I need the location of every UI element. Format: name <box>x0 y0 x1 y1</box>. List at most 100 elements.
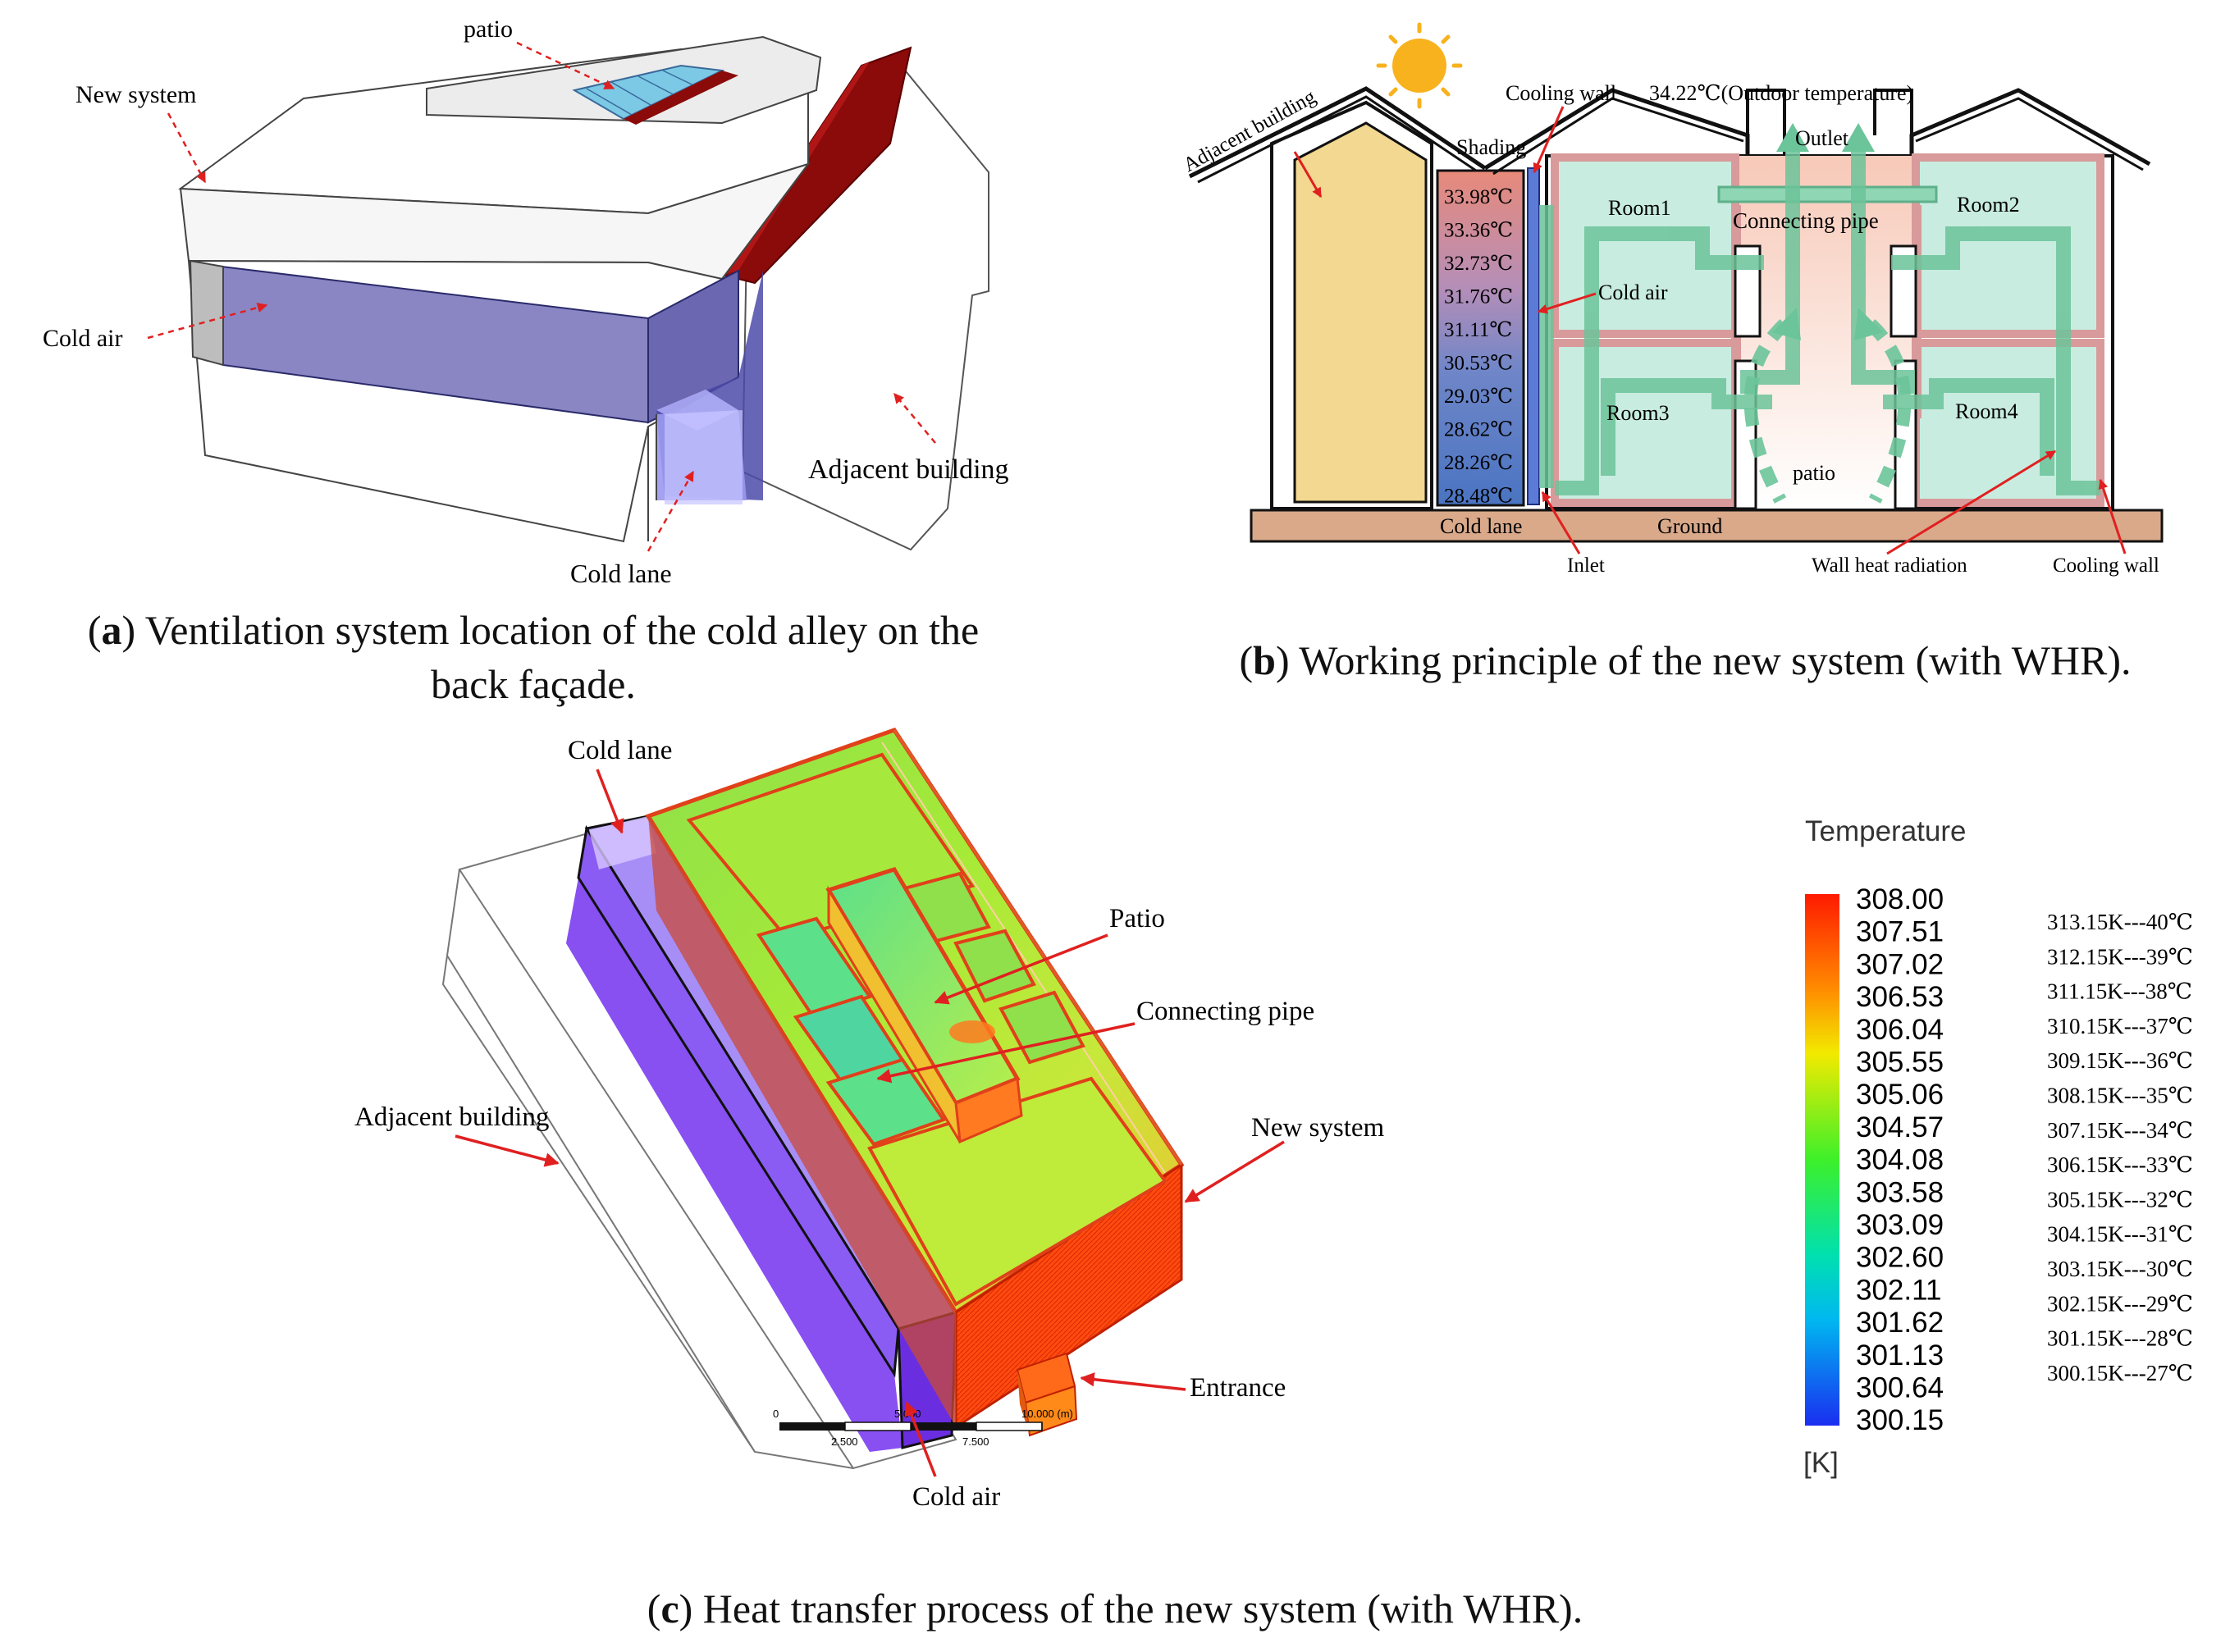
ground-b <box>1250 509 2164 543</box>
label-c-entrance: Entrance <box>1190 1373 1286 1403</box>
conversion-9: 304.15K---31℃ <box>2047 1222 2193 1247</box>
label-b-room2: Room2 <box>1957 193 2020 217</box>
legend-value-11: 302.60 <box>1856 1242 1944 1274</box>
caption-b-line1: ) Working principle of the new system (w… <box>1275 637 2132 683</box>
lane-temp-2: 32.73℃ <box>1444 253 1513 275</box>
scale-10: 10.000 (m) <box>1021 1408 1073 1420</box>
label-a-patio: patio <box>464 16 513 43</box>
label-b-outlet: Outlet <box>1795 126 1849 150</box>
label-b-connecting-pipe: Connecting pipe <box>1733 208 1879 233</box>
arrow-c-entrance <box>1080 1372 1186 1391</box>
caption-a-line2: back façade. <box>431 661 636 707</box>
cooling-wall-left <box>1527 167 1540 505</box>
arrow-b-wall-heat <box>1886 450 2057 555</box>
lane-temp-8: 28.26℃ <box>1444 452 1513 474</box>
scale-0: 0 <box>773 1408 779 1420</box>
legend-value-7: 304.57 <box>1856 1111 1944 1143</box>
label-b-room4: Room4 <box>1955 399 2018 423</box>
conversion-4: 309.15K---36℃ <box>2047 1048 2193 1073</box>
arrow-c-cold-lane <box>596 769 624 834</box>
arrow-c-adjacent-building <box>455 1134 560 1167</box>
lane-temp-1: 33.36℃ <box>1444 220 1513 242</box>
legend-value-4: 306.04 <box>1856 1014 1944 1046</box>
panel-c-illustration <box>441 727 1185 1470</box>
label-c-connecting-pipe: Connecting pipe <box>1136 997 1314 1026</box>
arrow-b-cold-air <box>1537 292 1597 314</box>
legend-value-14: 301.13 <box>1856 1339 1944 1371</box>
label-b-cooling-wall-bottom: Cooling wall <box>2053 554 2159 577</box>
label-a-adjacent-building: Adjacent building <box>808 454 1009 485</box>
legend-value-list: 308.00307.51307.02306.53306.04305.55305.… <box>1856 883 1944 1436</box>
arrow-a-patio <box>516 41 615 90</box>
scale-7-5: 7.500 <box>962 1435 989 1448</box>
arrow-c-cold-air <box>904 1401 937 1477</box>
arrow-b-cooling-wall-top <box>1533 106 1565 174</box>
conversion-12: 301.15K---28℃ <box>2047 1326 2193 1351</box>
label-b-patio: patio <box>1793 461 1835 485</box>
conversion-5: 308.15K---35℃ <box>2047 1084 2193 1108</box>
legend-value-10: 303.09 <box>1856 1209 1944 1241</box>
arrow-c-connecting-pipe <box>876 1022 1136 1084</box>
scale-5: 5.000 <box>894 1408 921 1420</box>
label-c-new-system: New system <box>1251 1113 1385 1143</box>
legend-title: Temperature <box>1805 815 1966 847</box>
label-b-ground: Ground <box>1657 514 1722 538</box>
sun-icon <box>1376 22 1463 109</box>
caption-c: (c) Heat transfer process of the new sys… <box>647 1586 1583 1631</box>
arrow-a-new-system <box>167 112 207 184</box>
caption-c-line1: ) Heat transfer process of the new syste… <box>679 1586 1583 1631</box>
legend-value-9: 303.58 <box>1856 1176 1944 1208</box>
conversion-2: 311.15K---38℃ <box>2047 979 2192 1004</box>
legend-value-15: 300.64 <box>1856 1372 1944 1404</box>
label-c-cold-air: Cold air <box>912 1482 1000 1512</box>
arrow-b-adjacent <box>1293 151 1323 199</box>
panel-b-illustration <box>1188 22 2164 543</box>
cold-lane-c <box>566 878 903 1452</box>
label-b-cooling-wall-top: Cooling wall <box>1506 81 1616 105</box>
caption-b: (b) Working principle of the new system … <box>1239 637 2132 683</box>
arrow-c-new-system <box>1184 1140 1285 1203</box>
conversion-8: 305.15K---32℃ <box>2047 1187 2193 1212</box>
caption-a: (a) Ventilation system location of the c… <box>87 607 980 707</box>
legend-value-12: 302.11 <box>1856 1274 1941 1306</box>
legend-value-3: 306.53 <box>1856 981 1944 1013</box>
label-c-cold-lane: Cold lane <box>568 736 672 765</box>
panel-a-illustration <box>178 35 989 551</box>
lane-temp-0: 33.98℃ <box>1444 186 1513 208</box>
arrow-b-cooling-wall-bottom <box>2098 478 2127 554</box>
label-a-cold-lane: Cold lane <box>570 559 672 588</box>
label-b-room1: Room1 <box>1608 196 1671 220</box>
lane-temp-6: 29.03℃ <box>1444 386 1513 408</box>
conversion-10: 303.15K---30℃ <box>2047 1257 2193 1281</box>
lane-temperature-list: 33.98℃33.36℃32.73℃31.76℃31.11℃30.53℃29.0… <box>1444 186 1513 508</box>
conversion-0: 313.15K---40℃ <box>2047 910 2193 934</box>
lane-temp-5: 30.53℃ <box>1444 353 1513 375</box>
legend-value-1: 307.51 <box>1856 916 1944 948</box>
caption-a-letter: a <box>101 607 122 653</box>
conversion-6: 307.15K---34℃ <box>2047 1118 2193 1143</box>
label-b-cold-air: Cold air <box>1598 281 1668 304</box>
connecting-pipe-b <box>1717 185 1938 203</box>
cold-lane-column <box>1436 169 1525 507</box>
legend-value-16: 300.15 <box>1856 1404 1944 1436</box>
legend-value-13: 301.62 <box>1856 1307 1944 1339</box>
arrow-a-cold-lane <box>647 470 695 552</box>
label-b-shading: Shading <box>1456 135 1526 159</box>
label-c-adjacent-building: Adjacent building <box>354 1102 549 1132</box>
legend-colorbar <box>1805 894 1839 1426</box>
label-a-new-system: New system <box>75 81 196 108</box>
scale-2-5: 2.500 <box>831 1435 858 1448</box>
conversion-3: 310.15K---37℃ <box>2047 1014 2193 1038</box>
conversion-13: 300.15K---27℃ <box>2047 1361 2193 1385</box>
conversion-7: 306.15K---33℃ <box>2047 1152 2193 1177</box>
lane-temp-3: 31.76℃ <box>1444 286 1513 308</box>
rooms-c <box>686 752 1168 1307</box>
legend-unit: [K] <box>1803 1447 1839 1479</box>
kelvin-celsius-conversions: 313.15K---40℃312.15K---39℃311.15K---38℃3… <box>2047 910 2193 1385</box>
label-b-wall-heat-radiation: Wall heat radiation <box>1812 554 1967 577</box>
arrow-a-adjacent-building <box>893 393 936 444</box>
label-a-cold-air: Cold air <box>43 325 123 352</box>
legend-value-6: 305.06 <box>1856 1079 1944 1111</box>
label-b-inlet: Inlet <box>1567 554 1605 577</box>
